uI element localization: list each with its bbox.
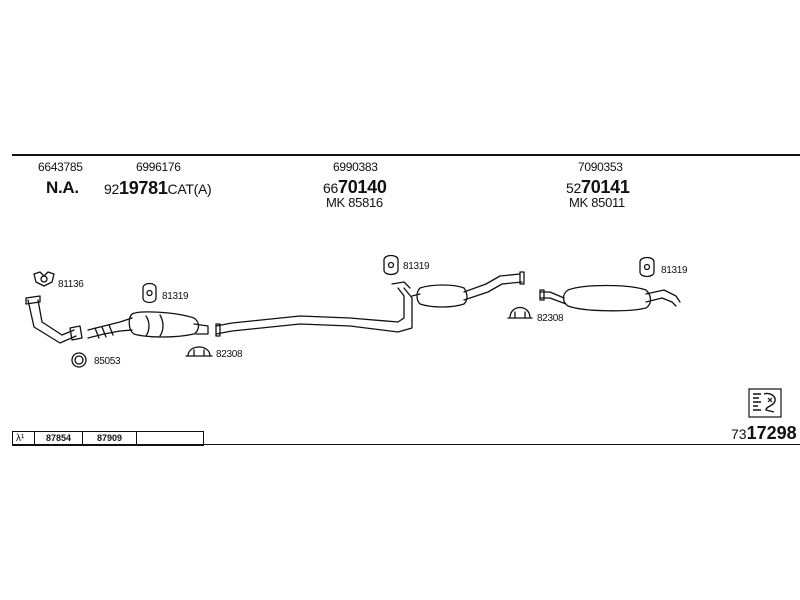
- header-col3-kit: MK 85816: [326, 195, 383, 210]
- lambda-table: λ¹ 87854 87909: [12, 431, 204, 446]
- header-col4-code: 70141: [580, 177, 630, 197]
- header-col1-model: N.A.: [46, 178, 79, 197]
- label-hanger-cat: 81319: [162, 291, 189, 302]
- reference-code: 17298: [746, 423, 797, 443]
- table-symbol: λ¹: [13, 432, 35, 445]
- footer-divider: [12, 444, 800, 445]
- reference-prefix: 73: [731, 426, 747, 442]
- front-downpipe: [25, 295, 83, 344]
- header-col2-suffix: CAT(A): [167, 181, 212, 197]
- header-col2-ref: 6996176: [136, 160, 181, 174]
- header-col3-part: 6670140: [323, 177, 387, 198]
- clamp-icon: [507, 306, 533, 319]
- hanger-icon: [142, 282, 157, 304]
- gasket-icon: [33, 271, 55, 287]
- label-gasket: 81136: [58, 279, 84, 290]
- header-col2-part: 9219781CAT(A): [104, 178, 212, 199]
- hanger-icon: [383, 254, 399, 276]
- header-col4-ref: 7090353: [578, 160, 623, 174]
- rear-silencer: [539, 284, 681, 312]
- header-divider: [12, 154, 800, 156]
- label-hanger-mid: 81319: [403, 261, 430, 272]
- header-col1-ref: 6643785: [38, 160, 83, 174]
- clamp-icon: [185, 346, 213, 357]
- header-col3-code: 70140: [337, 177, 387, 197]
- label-hanger-rear: 81319: [661, 265, 688, 276]
- intermediate-pipe: [215, 281, 413, 337]
- header-col3-ref: 6990383: [333, 160, 378, 174]
- centre-silencer: [411, 271, 525, 308]
- label-clamp-front: 82308: [216, 349, 243, 360]
- header-col2-prefix: 92: [104, 181, 119, 197]
- manual-icon: [748, 388, 782, 418]
- label-ring: 85053: [94, 356, 121, 367]
- header-col4-part: 5270141: [566, 177, 630, 198]
- header-col2-code: 19781: [118, 178, 168, 198]
- table-cell: 87909: [83, 432, 137, 445]
- label-clamp-mid: 82308: [537, 313, 564, 324]
- header-col4-kit: MK 85011: [569, 195, 625, 210]
- header-col3-prefix: 66: [323, 180, 338, 196]
- catalytic-converter: [87, 311, 209, 339]
- header-col4-prefix: 52: [566, 180, 581, 196]
- hanger-icon: [639, 256, 655, 278]
- reference-number: 7317298: [731, 423, 797, 444]
- table-cell: 87854: [35, 432, 83, 445]
- ring-icon: [71, 352, 87, 368]
